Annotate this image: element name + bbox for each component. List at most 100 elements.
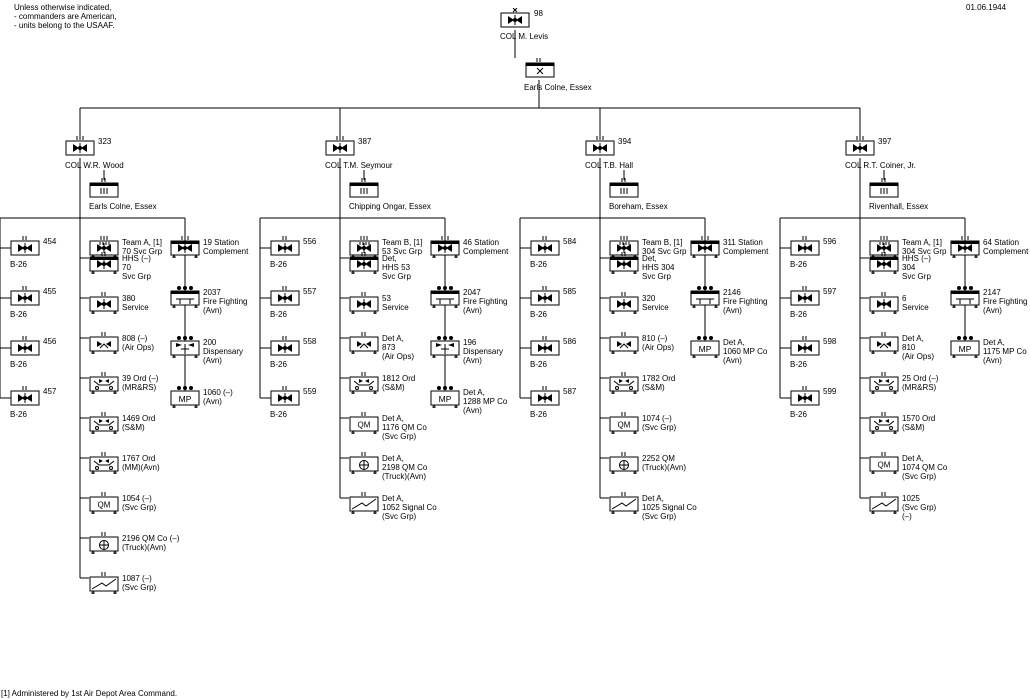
group-number: 394 (618, 137, 632, 146)
svg-text:QM: QM (878, 461, 891, 470)
squadron-number: 557 (303, 287, 317, 296)
support-unit-label: 2147 Fire Fighting (Avn) (983, 288, 1028, 315)
squadron-585-symbol (530, 286, 560, 308)
service-unit-svcgrp-symbol (349, 236, 379, 258)
squadron-number: 585 (563, 287, 577, 296)
support-unit-label: Det A, 1175 MP Co (Avn) (983, 338, 1027, 365)
service-unit-service-symbol (869, 292, 899, 314)
squadron-457-symbol (10, 386, 40, 408)
service-unit-label: 810 (–) (Air Ops) (642, 334, 674, 352)
squadron-aircraft-type: B-26 (270, 360, 287, 369)
service-unit-label: Det A, 1074 QM Co (Svc Grp) (902, 454, 948, 481)
service-unit-signal-symbol (89, 572, 119, 594)
service-unit-label: Team B, [1] 53 Svc Grp (382, 238, 423, 256)
svg-text:MP: MP (179, 394, 192, 404)
group-394-symbol (585, 136, 615, 158)
squadron-558-symbol (270, 336, 300, 358)
date-label: 01.06.1944 (966, 3, 1007, 12)
service-unit-label: Det, HHS 304 Svc Grp (642, 254, 675, 281)
squadron-596-symbol (790, 236, 820, 258)
service-unit-label: 1087 (–) (Svc Grp) (122, 574, 157, 592)
service-unit-truck-symbol (349, 452, 379, 474)
squadron-number: 457 (43, 387, 57, 396)
service-unit-label: 808 (–) (Air Ops) (122, 334, 154, 352)
squadron-number: 598 (823, 337, 837, 346)
service-unit-label: Det A, 810 (Air Ops) (902, 334, 934, 361)
squadron-aircraft-type: B-26 (790, 260, 807, 269)
squadron-aircraft-type: B-26 (790, 410, 807, 419)
squadron-aircraft-type: B-26 (530, 260, 547, 269)
group-hq-location: Rivenhall, Essex (869, 202, 929, 211)
service-unit-service-symbol (349, 292, 379, 314)
service-unit-label: 1074 (–) (Svc Grp) (642, 414, 677, 432)
squadron-number: 456 (43, 337, 57, 346)
service-unit-label: 1782 Ord (S&M) (642, 374, 676, 392)
support-unit-station-symbol (690, 236, 720, 258)
service-unit-hhs-symbol (89, 252, 119, 274)
service-unit-label: 53 Service (382, 294, 409, 312)
service-unit-ord-symbol (89, 372, 119, 394)
service-unit-truck-symbol (609, 452, 639, 474)
service-unit-label: 39 Ord (–) (MR&RS) (122, 374, 159, 392)
squadron-587-symbol (530, 386, 560, 408)
svg-text:MP: MP (439, 394, 452, 404)
wing-commander: COL M. Levis (500, 32, 549, 41)
service-unit-label: Team B, [1] 304 Svc Grp (642, 238, 687, 256)
group-commander: COL T.M. Seymour (325, 161, 393, 170)
svg-text:QM: QM (618, 421, 631, 430)
group-387-symbol (325, 136, 355, 158)
squadron-aircraft-type: B-26 (10, 260, 27, 269)
service-unit-label: 1054 (–) (Svc Grp) (122, 494, 157, 512)
support-unit-mp-symbol: MP (430, 386, 460, 408)
group-hq-location: Boreham, Essex (609, 202, 668, 211)
service-unit-label: 1812 Ord (S&M) (382, 374, 416, 392)
header-note-1: Unless otherwise indicated, (14, 3, 112, 12)
service-unit-svcgrp-symbol (89, 236, 119, 258)
service-unit-label: 320 Service (642, 294, 669, 312)
service-unit-label: HHS (–) 70 Svc Grp (122, 254, 151, 281)
squadron-number: 584 (563, 237, 577, 246)
service-unit-label: 2252 QM (Truck)(Avn) (642, 454, 686, 472)
wing-hq-symbol (525, 58, 555, 80)
support-unit-label: 1060 (–) (Avn) (203, 388, 233, 406)
squadron-aircraft-type: B-26 (790, 360, 807, 369)
group-commander: COL R.T. Coiner, Jr. (845, 161, 916, 170)
service-unit-service-symbol (89, 292, 119, 314)
service-unit-label: Det, HHS 53 Svc Grp (382, 254, 411, 281)
service-unit-label: 380 Service (122, 294, 149, 312)
support-unit-medical-symbol (430, 336, 460, 358)
service-unit-signal-symbol (609, 492, 639, 514)
squadron-number: 597 (823, 287, 837, 296)
service-unit-hhs-symbol (869, 252, 899, 274)
squadron-aircraft-type: B-26 (270, 410, 287, 419)
group-hq-symbol (89, 178, 119, 200)
support-unit-fire-symbol (430, 286, 460, 308)
service-unit-label: 2196 QM Co (–) (Truck)(Avn) (122, 534, 180, 552)
support-unit-mp-symbol: MP (690, 336, 720, 358)
squadron-455-symbol (10, 286, 40, 308)
support-unit-label: Det A, 1060 MP Co (Avn) (723, 338, 768, 365)
service-unit-label: Det A, 873 (Air Ops) (382, 334, 414, 361)
service-unit-label: Det A, 1176 QM Co (Svc Grp) (382, 414, 427, 441)
group-hq-location: Earls Colne, Essex (89, 202, 157, 211)
service-unit-label: 25 Ord (–) (MR&RS) (902, 374, 939, 392)
footnote: [1] Administered by 1st Air Depot Area C… (1, 689, 178, 698)
svg-text:MP: MP (699, 344, 712, 354)
squadron-aircraft-type: B-26 (10, 360, 27, 369)
service-unit-label: Team A, [1] 304 Svc Grp (902, 238, 947, 256)
service-unit-label: 1025 (Svc Grp) (–) (902, 494, 937, 521)
support-unit-label: 311 Station Complement (723, 238, 769, 256)
svg-text:QM: QM (358, 421, 371, 430)
group-number: 397 (878, 137, 892, 146)
support-unit-mp-symbol: MP (170, 386, 200, 408)
support-unit-fire-symbol (170, 286, 200, 308)
squadron-number: 455 (43, 287, 57, 296)
service-unit-service-symbol (609, 292, 639, 314)
support-unit-label: 2047 Fire Fighting (Avn) (463, 288, 508, 315)
group-hq-symbol (349, 178, 379, 200)
group-hq-symbol (609, 178, 639, 200)
squadron-597-symbol (790, 286, 820, 308)
support-unit-label: Det A, 1288 MP Co (Avn) (463, 388, 508, 415)
support-unit-station-symbol (950, 236, 980, 258)
support-unit-station-symbol (170, 236, 200, 258)
